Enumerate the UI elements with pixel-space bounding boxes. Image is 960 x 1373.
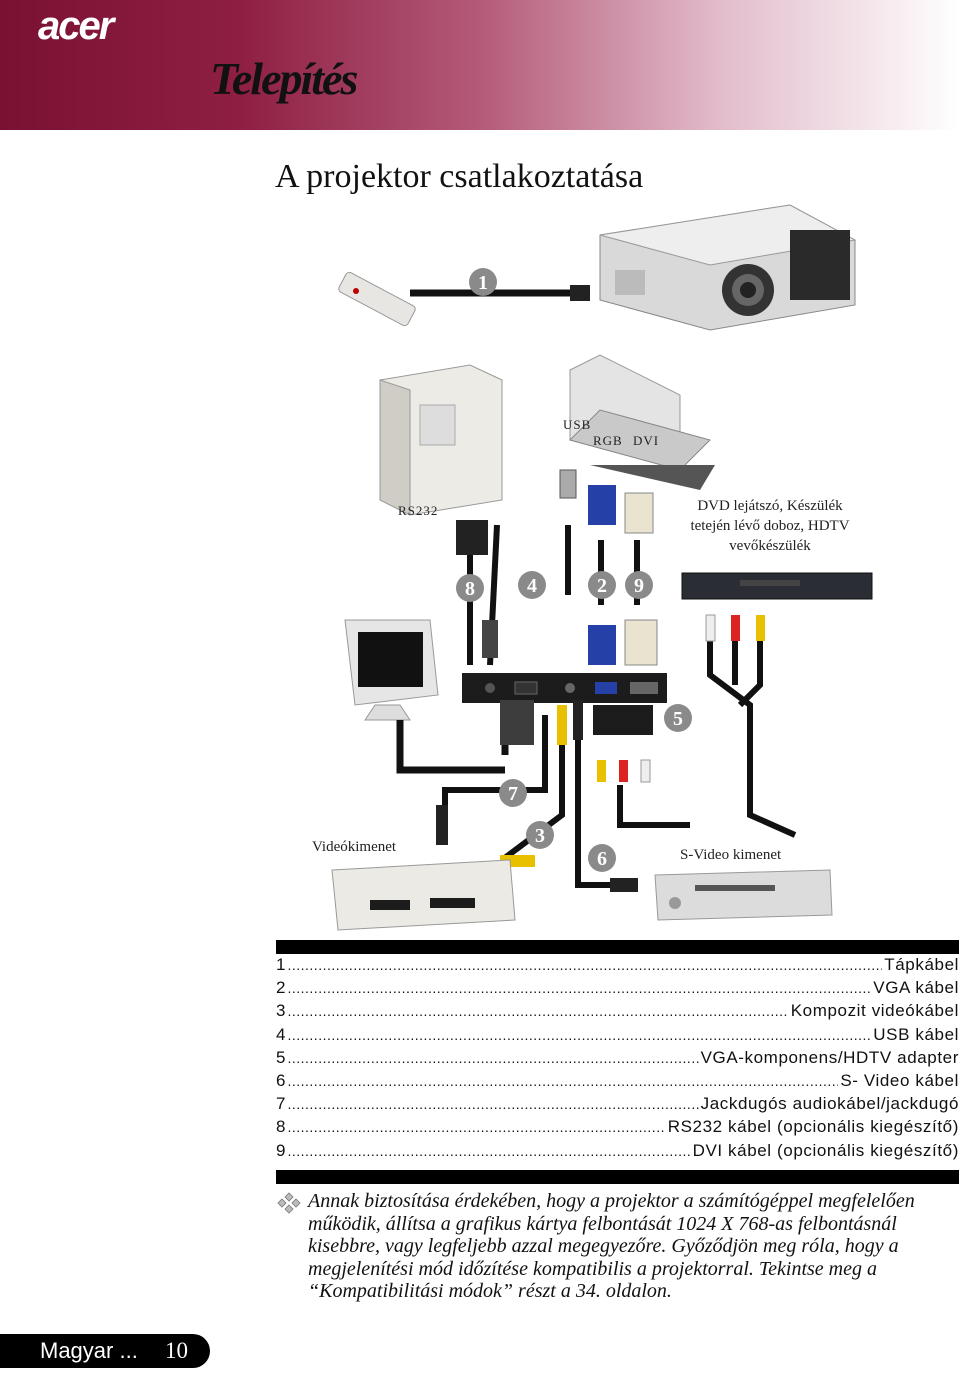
legend-dot-leader: ........................................…: [287, 1003, 788, 1020]
legend-label: DVI kábel (opcionális kiegészítő): [692, 1140, 959, 1160]
svg-text:2: 2: [597, 575, 607, 597]
usb-port-label: USB: [563, 417, 591, 432]
legend-number: 9: [276, 1140, 286, 1160]
legend-row: 2.......................................…: [276, 978, 959, 1001]
svideo-out-label: S-Video kimenet: [680, 847, 782, 863]
legend-number: 3: [276, 1001, 286, 1021]
projector-icon: [599, 204, 857, 331]
dvd-source-label-2: tetején lévő doboz, HDTV: [690, 518, 849, 534]
rs232-port-label: RS232: [398, 503, 438, 518]
desktop-computer-icon: [379, 364, 503, 516]
badge-2: 2: [588, 571, 616, 599]
legend-bottom-bar: [276, 1170, 959, 1184]
legend-row: 7.......................................…: [276, 1094, 959, 1117]
page-footer: Magyar ... 10: [0, 1334, 210, 1368]
legend-label: USB kábel: [873, 1024, 959, 1044]
page-number: 10: [165, 1338, 188, 1363]
legend-number: 6: [276, 1070, 286, 1090]
svg-text:3: 3: [535, 825, 545, 847]
legend-dot-leader: ........................................…: [287, 1119, 665, 1136]
legend-label: VGA-komponens/HDTV adapter: [700, 1047, 959, 1067]
svg-text:7: 7: [508, 783, 518, 805]
dvd-source-label-1: DVD lejátszó, Készülék: [697, 498, 843, 514]
svg-text:9: 9: [634, 575, 644, 597]
page-header: acer Telepítés: [0, 0, 960, 130]
page-title: A projektor csatlakoztatása: [275, 158, 644, 195]
vcr-icon: [331, 859, 516, 931]
laptop-icon: [569, 354, 715, 490]
badge-8: 8: [456, 574, 484, 602]
dvd-player-bottom-icon: [654, 869, 833, 921]
legend-dot-leader: ........................................…: [287, 1096, 698, 1113]
power-strip-icon: [338, 271, 416, 327]
connection-diagram: USB RGB DVI RS232 DVD lejátszó, Készülék…: [312, 204, 873, 931]
legend-label: Jackdugós audiokábel/jackdugó: [700, 1094, 959, 1114]
rca-plugs-top: [705, 614, 797, 838]
note-text: Annak biztosítása érdekében, hogy a proj…: [308, 1190, 915, 1302]
svg-text:6: 6: [597, 848, 607, 870]
section-title: Telepítés: [210, 53, 358, 104]
legend-dot-leader: ........................................…: [287, 1049, 698, 1066]
svg-text:8: 8: [465, 578, 475, 600]
footer-language: Magyar ...: [40, 1338, 138, 1363]
dvd-player-icon: [681, 572, 873, 600]
legend-number: 1: [276, 955, 286, 974]
legend-dot-leader: ........................................…: [287, 980, 872, 997]
legend-label: Tápkábel: [884, 955, 959, 974]
svg-text:4: 4: [527, 575, 537, 597]
diamond-bullet-icon: [277, 1192, 301, 1214]
legend-row: 6.......................................…: [276, 1071, 959, 1094]
legend-label: VGA kábel: [873, 978, 959, 998]
badge-1: 1: [469, 268, 497, 296]
legend-number: 5: [276, 1047, 286, 1067]
legend-number: 7: [276, 1094, 286, 1114]
dvd-source-label-3: vevőkészülék: [729, 538, 811, 554]
monitor-icon: [344, 619, 439, 721]
badge-7: 7: [499, 779, 527, 807]
acer-logo: acer: [38, 4, 114, 48]
dvi-port-label: DVI: [633, 433, 659, 448]
badge-4: 4: [518, 571, 546, 599]
legend-label: RS232 kábel (opcionális kiegészítő): [667, 1117, 959, 1137]
svg-text:1: 1: [478, 272, 488, 294]
badge-5: 5: [664, 704, 692, 732]
svg-text:5: 5: [673, 708, 683, 730]
legend-number: 2: [276, 978, 286, 998]
legend-row: 4.......................................…: [276, 1025, 959, 1048]
legend-row: 5.......................................…: [276, 1048, 959, 1071]
legend-row: 3.......................................…: [276, 1001, 959, 1024]
legend-dot-leader: ........................................…: [287, 1072, 838, 1089]
legend-row: 9.......................................…: [276, 1141, 959, 1164]
legend-dot-leader: ........................................…: [287, 1142, 691, 1159]
legend-label: Kompozit videókábel: [790, 1001, 959, 1021]
legend-row: 1.......................................…: [276, 955, 959, 978]
legend-row: 8.......................................…: [276, 1117, 959, 1140]
note-block: Annak biztosítása érdekében, hogy a proj…: [276, 1190, 956, 1303]
badge-3: 3: [526, 821, 554, 849]
legend-top-bar: [276, 940, 959, 954]
cable-legend: 1.......................................…: [276, 955, 959, 1164]
rgb-port-label: RGB: [593, 433, 623, 448]
connector-panel: [462, 673, 667, 703]
legend-number: 4: [276, 1024, 286, 1044]
legend-label: S- Video kábel: [840, 1070, 959, 1090]
legend-dot-leader: ........................................…: [287, 957, 883, 973]
badge-9: 9: [625, 571, 653, 599]
video-out-label: Videókimenet: [312, 839, 397, 855]
legend-number: 8: [276, 1117, 286, 1137]
legend-dot-leader: ........................................…: [287, 1026, 872, 1043]
badge-6: 6: [588, 844, 616, 872]
